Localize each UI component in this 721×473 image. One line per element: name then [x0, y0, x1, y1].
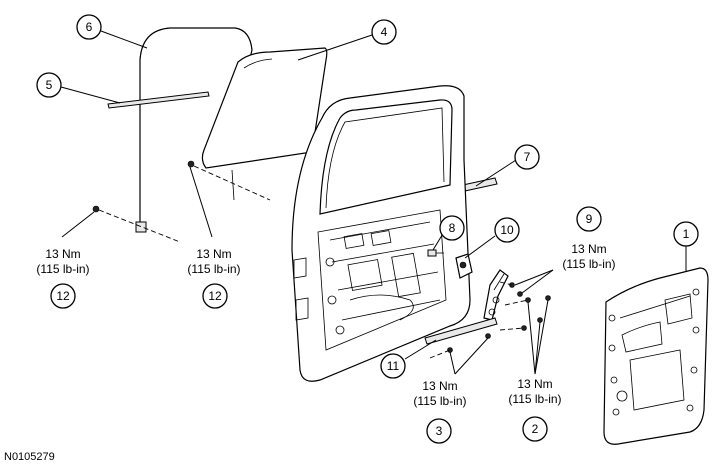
- bolt-12-left: [92, 205, 181, 243]
- callout-7-label: 7: [524, 150, 531, 164]
- belt-weatherstrip: [107, 91, 210, 109]
- callout-8: 8: [439, 215, 465, 241]
- callout-6: 6: [76, 14, 102, 40]
- callout-7: 7: [514, 144, 540, 170]
- callout-10-label: 10: [500, 223, 514, 237]
- door-trim-panel: [603, 267, 709, 445]
- callout-5-label: 5: [46, 78, 53, 92]
- callout-1: 1: [673, 221, 699, 247]
- callout-11-label: 11: [387, 359, 400, 373]
- torque-2-nm: 13 Nm: [517, 377, 552, 391]
- torque-9-lbin: (115 lb-in): [562, 257, 615, 271]
- torque-3-nm: 13 Nm: [422, 379, 457, 393]
- callout-4: 4: [371, 19, 397, 45]
- door-shell: [291, 85, 471, 382]
- torque-12-right-nm: 13 Nm: [196, 247, 231, 261]
- torque-spec-3: 13 Nm (115 lb-in): [413, 379, 466, 408]
- callout-10: 10: [494, 217, 520, 243]
- door-glass: [201, 47, 328, 169]
- callout-3: 3: [426, 418, 452, 444]
- torque-spec-9: 13 Nm (115 lb-in): [562, 242, 615, 271]
- window-regulator: [483, 269, 509, 321]
- regulator-track: [424, 317, 498, 345]
- leader-lines: [60, 30, 687, 375]
- bolt-8: [427, 249, 444, 257]
- door-latch: [455, 253, 473, 279]
- callout-12-left-label: 12: [56, 289, 70, 303]
- callout-5: 5: [36, 72, 62, 98]
- callout-2-label: 2: [532, 422, 539, 436]
- callout-6-label: 6: [86, 20, 93, 34]
- torque-2-lbin: (115 lb-in): [508, 392, 561, 406]
- callout-12-right-label: 12: [208, 289, 222, 303]
- callout-8-label: 8: [449, 221, 456, 235]
- callout-2: 2: [522, 416, 548, 442]
- torque-spec-12-left: 13 Nm (115 lb-in): [36, 247, 89, 276]
- callout-12-left: 12: [50, 283, 76, 309]
- callout-1-label: 1: [683, 227, 690, 241]
- bolt-12-right: [187, 160, 271, 201]
- torque-3-lbin: (115 lb-in): [413, 394, 466, 408]
- callout-12-right: 12: [202, 283, 228, 309]
- torque-spec-12-right: 13 Nm (115 lb-in): [187, 247, 240, 276]
- channel-lower-bracket: [135, 221, 147, 233]
- callout-4-label: 4: [381, 25, 388, 39]
- torque-12-left-nm: 13 Nm: [45, 247, 80, 261]
- callout-9-label: 9: [586, 212, 593, 226]
- glass-run-channel: [135, 27, 253, 233]
- figure-id: N0105279: [4, 451, 55, 463]
- bolts-2: [499, 295, 551, 331]
- bolts-9: [499, 281, 523, 297]
- torque-9-nm: 13 Nm: [571, 242, 606, 256]
- torque-12-left-lbin: (115 lb-in): [36, 262, 89, 276]
- callout-11: 11: [380, 353, 406, 379]
- callout-3-label: 3: [436, 424, 443, 438]
- torque-12-right-lbin: (115 lb-in): [187, 262, 240, 276]
- callout-9: 9: [576, 206, 602, 232]
- torque-spec-2: 13 Nm (115 lb-in): [508, 377, 561, 406]
